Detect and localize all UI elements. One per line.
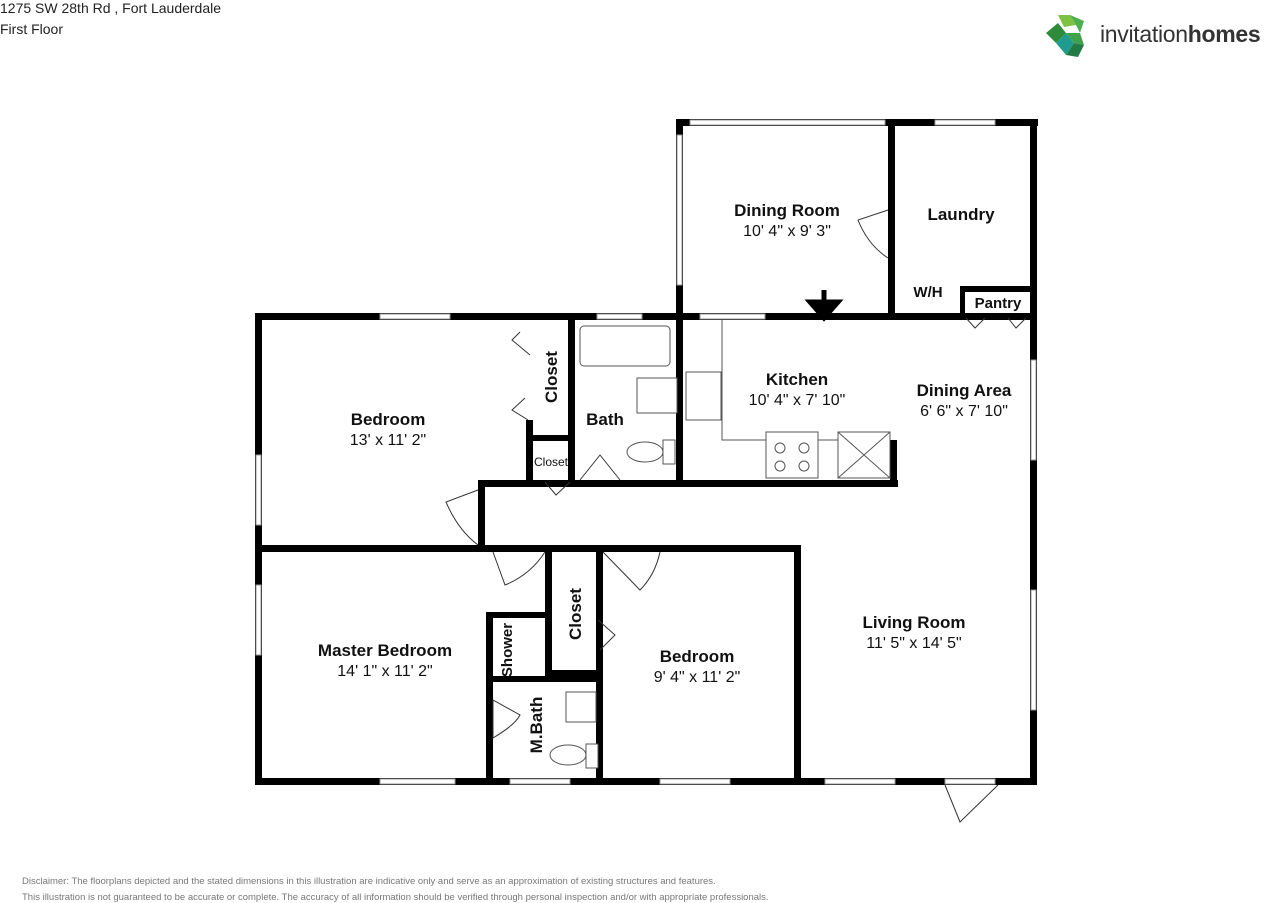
kitchen-stove [765, 431, 819, 479]
stove-burner [774, 442, 786, 454]
bath-sink [636, 377, 678, 414]
bath-toilet [626, 441, 664, 463]
windows [255, 119, 1037, 785]
bathtub [579, 325, 671, 367]
room-size: 6' 6" x 7' 10" [920, 403, 1008, 420]
brand-logo: invitationhomes [1044, 13, 1280, 59]
mbath-sink [565, 691, 597, 723]
kitchen-sink [685, 371, 722, 421]
room-name: Bedroom [351, 410, 426, 429]
room-name: M.Bath [527, 697, 546, 754]
room-name: Kitchen [766, 370, 828, 389]
room-name: Laundry [927, 205, 995, 224]
disclaimer-line-2: This illustration is not guaranteed to b… [22, 892, 769, 903]
room-size: 10' 4" x 9' 3" [743, 223, 831, 240]
room-name: Shower [499, 623, 516, 677]
stove-burner [798, 442, 810, 454]
room-name: Dining Room [734, 201, 840, 220]
brand-name-part1: invitation [1100, 21, 1188, 47]
room-name: Master Bedroom [318, 641, 452, 660]
room-name: Living Room [863, 613, 966, 632]
room-size: 11' 5" x 14' 5" [866, 635, 961, 652]
room-name: W/H [913, 284, 942, 301]
room-name: Bath [586, 410, 624, 429]
stove-burner [798, 460, 810, 472]
room-name: Closet [542, 351, 561, 403]
room-name: Pantry [975, 295, 1022, 312]
disclaimer-line-1: Disclaimer: The floorplans depicted and … [22, 876, 716, 887]
bath-toilet-tank [662, 439, 676, 465]
brand-name-part2: homes [1187, 21, 1261, 47]
room-size: 14' 1" x 11' 2" [337, 663, 432, 680]
room-name: Bedroom [660, 647, 735, 666]
room-size: 10' 4" x 7' 10" [749, 392, 846, 409]
brand-name: invitationhomes [1100, 21, 1261, 48]
mbath-toilet [549, 744, 587, 766]
brand-logo-icon [1046, 15, 1084, 57]
mbath-toilet-tank [585, 743, 599, 769]
stove-burner [774, 460, 786, 472]
property-address: 1275 SW 28th Rd , Fort Lauderdale [0, 0, 222, 16]
room-name: Dining Area [917, 381, 1012, 400]
room-size: 9' 4" x 11' 2" [654, 669, 741, 686]
fixtures [549, 320, 891, 769]
room-name: Closet [566, 588, 585, 640]
doors [445, 209, 1027, 823]
room-size: 13' x 11' 2" [350, 432, 426, 449]
floor-label: First Floor [0, 21, 63, 37]
room-labels: Dining Room 10' 4" x 9' 3" Laundry W/H P… [318, 201, 1022, 753]
room-name: Closet [534, 455, 569, 469]
